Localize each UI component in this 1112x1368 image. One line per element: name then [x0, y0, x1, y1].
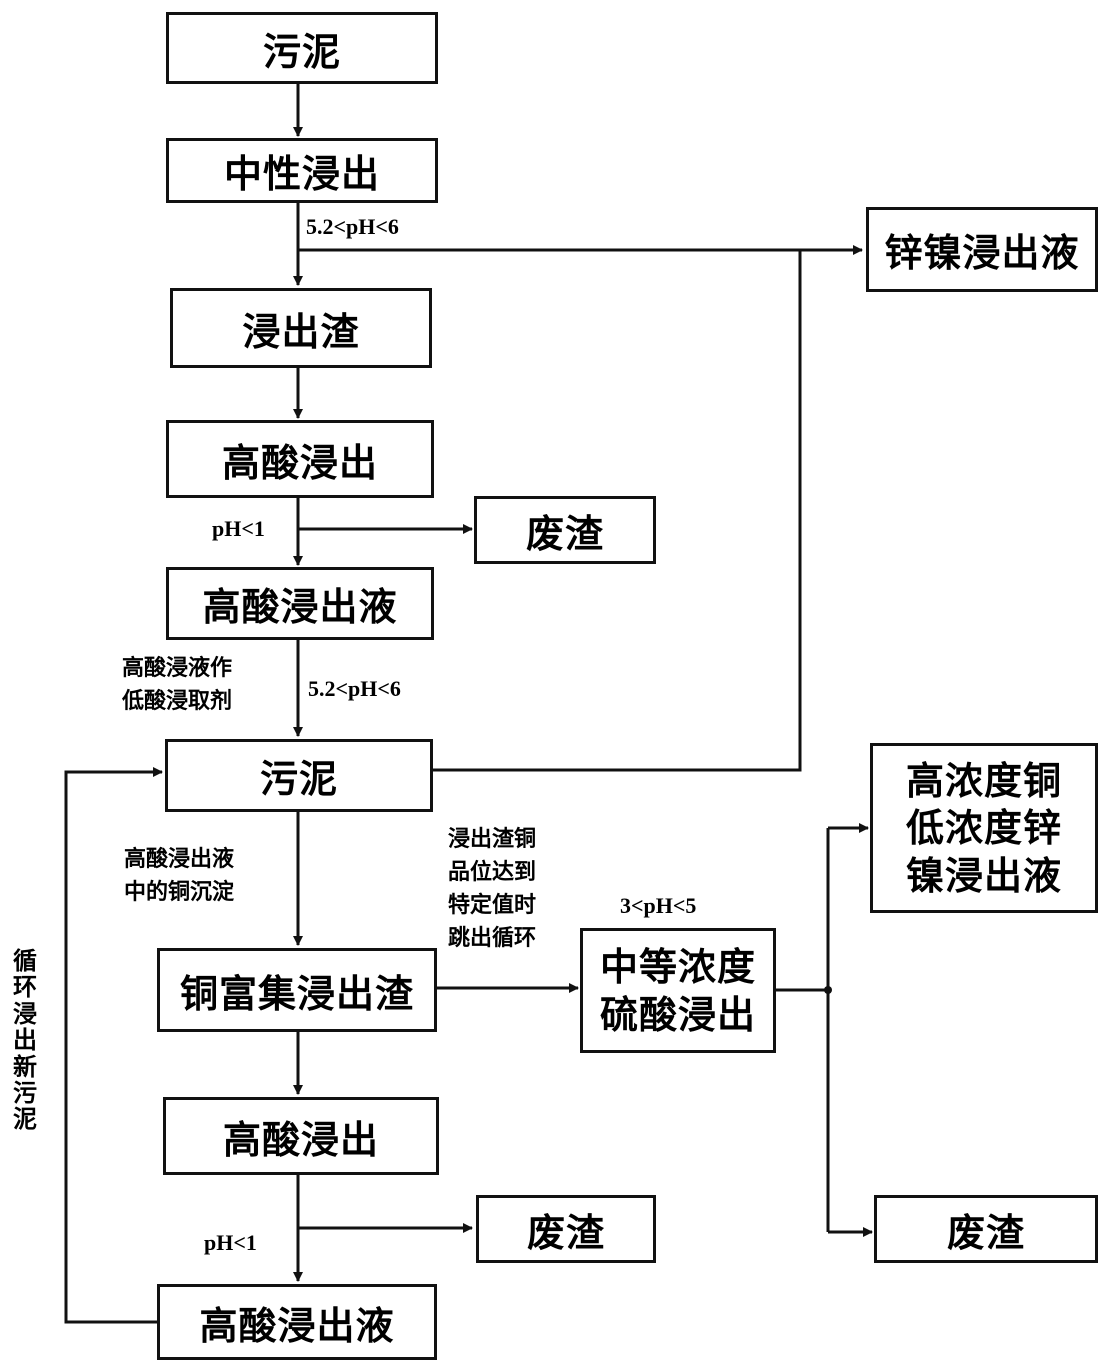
box-medium-acid-leach: 中等浓度 硫酸浸出: [580, 928, 776, 1053]
arrow-cycle-loop: [64, 767, 163, 1324]
box-high-acid-leachate-2: 高酸浸出液: [157, 1284, 437, 1360]
line-sludge-to-zn-ni: [433, 250, 802, 772]
note-cu-line-2: 中的铜沉淀: [124, 879, 235, 905]
box-sludge-mid: 污泥: [165, 739, 433, 812]
box-waste-residue-3: 废渣: [874, 1195, 1098, 1263]
box-high-acid-leachate-1: 高酸浸出液: [166, 567, 434, 640]
box-cu-rich-residue: 铜富集浸出渣: [157, 948, 437, 1032]
note-cycle-loop: 循环浸出新污泥: [13, 946, 37, 1134]
medium-acid-line-2: 硫酸浸出: [599, 991, 756, 1037]
box-waste-residue-1: 废渣: [474, 496, 656, 564]
label-ph-neutral: 5.2<pH<6: [306, 214, 399, 239]
note-acid-reuse-line-2: 低酸浸取剂: [122, 688, 233, 714]
junction-dot: [824, 986, 832, 994]
label-ph-mid: 5.2<pH<6: [308, 676, 401, 701]
medium-acid-line-1: 中等浓度: [599, 944, 756, 989]
note-exit-line-4: 跳出循环: [448, 925, 537, 951]
note-cu-precipitation: 高酸浸出液 中的铜沉淀: [124, 843, 234, 909]
box-high-cu-leachate: 高浓度铜 低浓度锌 镍浸出液: [870, 743, 1098, 913]
label-ph-low-1: pH<1: [212, 516, 265, 541]
box-waste-residue-2: 废渣: [476, 1195, 656, 1263]
note-cu-line-1: 高酸浸出液: [124, 846, 235, 872]
note-exit-line-1: 浸出渣铜: [448, 826, 537, 852]
high-cu-line-3: 镍浸出液: [905, 852, 1062, 898]
high-cu-line-1: 高浓度铜: [905, 757, 1062, 803]
box-high-acid-leach-2: 高酸浸出: [163, 1097, 439, 1175]
note-acid-reuse-line-1: 高酸浸液作: [122, 655, 233, 681]
box-neutral-leach: 中性浸出: [166, 138, 438, 203]
high-cu-line-2: 低浓度锌: [905, 805, 1062, 851]
note-exit-line-3: 特定值时: [448, 892, 537, 918]
box-sludge-top: 污泥: [166, 12, 438, 84]
box-high-acid-leach-1: 高酸浸出: [166, 420, 434, 498]
label-ph-medium: 3<pH<5: [620, 893, 697, 918]
note-exit-cycle: 浸出渣铜 品位达到 特定值时 跳出循环: [448, 823, 536, 955]
box-zn-ni-leachate: 锌镍浸出液: [866, 207, 1098, 292]
note-exit-line-2: 品位达到: [448, 859, 537, 885]
label-ph-low-2: pH<1: [204, 1230, 257, 1255]
note-acid-reuse: 高酸浸液作 低酸浸取剂: [122, 652, 232, 718]
box-leach-residue: 浸出渣: [170, 288, 432, 368]
